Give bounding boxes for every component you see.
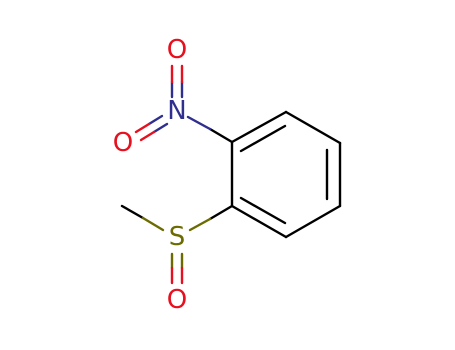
atom-label-oxygen-left: O [113,128,133,158]
atom-label-oxygen-top: O [167,35,187,65]
bond-n-o-left-a2 [134,122,151,134]
bond-c6-s-sulfur-half [188,217,212,232]
bond-methyl-s-sulfur-half [141,216,165,232]
bond-c1-n-carbon-half [208,127,234,144]
atom-label-sulfur: S [169,222,186,252]
nitro-group-bonds [134,64,234,144]
ring-bond-c4-c5 [284,204,342,239]
ring-bond-c1-c2-inner [239,124,287,153]
atom-label-oxygen-bottom: O [167,285,187,315]
atom-labels: O N O S O [113,35,187,315]
ring-bond-c5-c6 [230,204,288,239]
atom-label-nitrogen: N [167,96,186,126]
sulfinyl-group-bonds [120,204,234,285]
ring-bond-c5-c6-inner [239,196,287,225]
ring-bond-c1-c2 [230,110,288,144]
benzene-ring [230,110,342,239]
bond-methyl-s-carbon-half [120,204,145,220]
bond-n-o-left-a [147,114,164,126]
bond-n-o-left-b [152,122,169,134]
bond-c6-s-carbon-half [208,204,234,221]
ring-bond-c2-c3 [284,110,342,145]
bond-c1-n-nitrogen-half [186,115,212,131]
bond-n-o-left-b2 [139,130,156,142]
